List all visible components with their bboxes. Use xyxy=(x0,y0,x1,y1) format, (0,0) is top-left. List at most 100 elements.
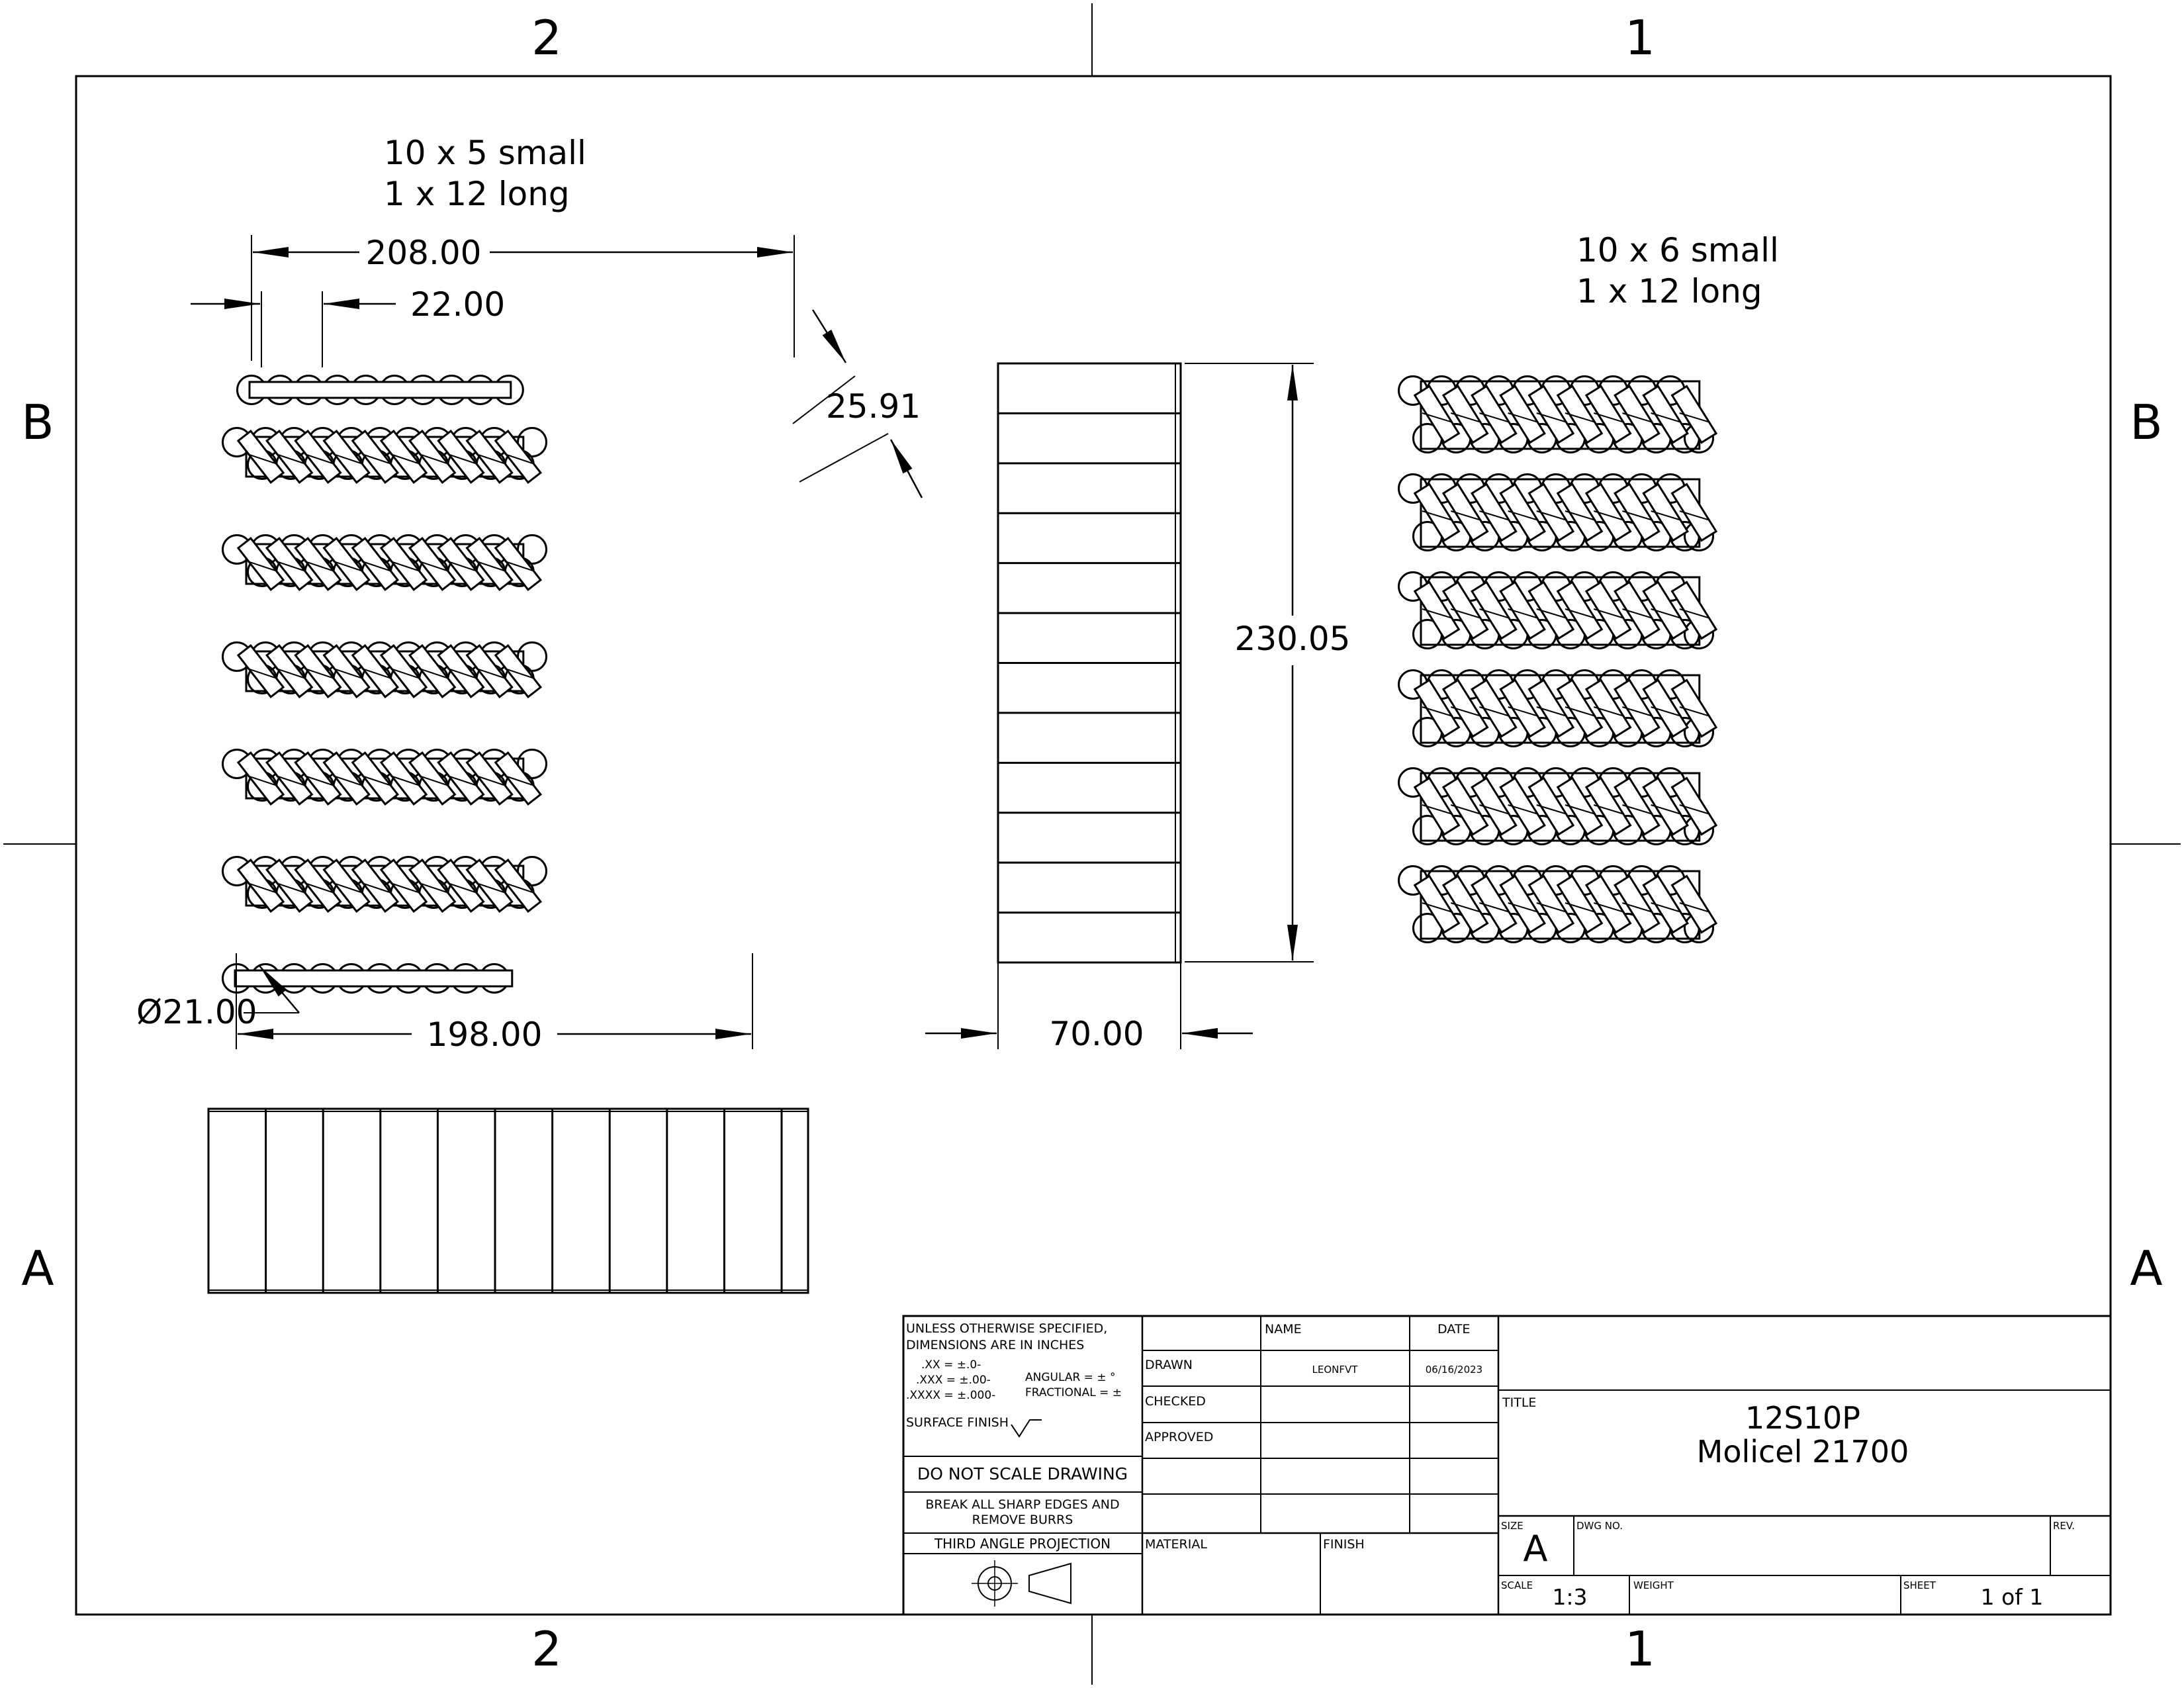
tab-link xyxy=(1614,385,1661,444)
tab-link xyxy=(1499,385,1546,444)
tab-link xyxy=(265,751,314,806)
weld-hatch xyxy=(1565,608,1596,619)
tab-link xyxy=(1441,483,1489,542)
weld-hatch xyxy=(333,453,361,464)
tab-link xyxy=(1556,581,1604,640)
zone-label-top-2: 2 xyxy=(531,10,562,66)
weld-hatch xyxy=(1651,804,1682,815)
weld-hatch xyxy=(418,775,447,786)
weld-hatch xyxy=(447,668,476,679)
weld-hatch xyxy=(1508,902,1539,913)
dimension-cell-diameter: Ø21.00 xyxy=(136,965,300,1031)
tab-link xyxy=(1614,874,1661,934)
note-right-long-cells: 1 x 12 long xyxy=(1576,272,1762,310)
tab-link xyxy=(351,858,399,914)
weld-hatch xyxy=(275,775,304,786)
weld-hatch xyxy=(1593,412,1625,423)
weld-hatch xyxy=(418,453,447,464)
weld-hatch xyxy=(1450,608,1482,619)
weld-hatch xyxy=(476,882,504,893)
weld-hatch xyxy=(1508,510,1539,521)
weld-hatch xyxy=(1651,706,1682,717)
weld-hatch xyxy=(418,882,447,893)
tab-link xyxy=(351,429,399,485)
weld-hatch xyxy=(304,775,333,786)
finish-label: FINISH xyxy=(1323,1537,1365,1552)
weld-hatch xyxy=(247,453,276,464)
tab-link xyxy=(1584,483,1632,542)
checked-label: CHECKED xyxy=(1145,1394,1206,1409)
sheet-number-value: 1 of 1 xyxy=(1981,1584,2044,1610)
tab-link xyxy=(1413,874,1461,934)
tab-link xyxy=(494,643,542,699)
weld-hatch xyxy=(1679,412,1711,423)
size-value: A xyxy=(1524,1528,1548,1570)
tab-link xyxy=(322,643,371,699)
projection-label: THIRD ANGLE PROJECTION xyxy=(934,1536,1111,1552)
weld-hatch xyxy=(1479,804,1510,815)
dimension-row-pitch: 25.91 xyxy=(792,309,923,498)
tab-link xyxy=(408,751,457,806)
tab-link xyxy=(1556,483,1604,542)
surface-finish-label: SURFACE FINISH xyxy=(906,1415,1009,1430)
drawn-date: 06/16/2023 xyxy=(1426,1364,1482,1376)
zone-label-left-b: B xyxy=(21,395,54,450)
tab-link xyxy=(1499,483,1546,542)
weld-hatch xyxy=(1593,608,1625,619)
top-view-right-pack xyxy=(1398,375,1718,943)
tab-link xyxy=(265,858,314,914)
rev-label: REV. xyxy=(2053,1520,2075,1532)
third-angle-projection-icon xyxy=(972,1560,1071,1607)
tab-link xyxy=(494,429,542,485)
weld-hatch xyxy=(333,882,361,893)
tolerance-fractional: FRACTIONAL = ± xyxy=(1025,1386,1122,1399)
tab-link xyxy=(1584,385,1632,444)
tab-link xyxy=(1499,776,1546,836)
tab-link xyxy=(236,751,285,806)
dimension-overall-width: 208.00 xyxy=(251,234,795,361)
tab-link xyxy=(322,751,371,806)
tolerance-dimensions-unit: DIMENSIONS ARE IN INCHES xyxy=(906,1338,1084,1352)
weld-hatch xyxy=(361,561,390,571)
tab-link xyxy=(265,643,314,699)
note-right-small-cells: 10 x 6 small xyxy=(1576,231,1779,269)
weld-hatch xyxy=(1536,902,1568,913)
tab-link xyxy=(1441,776,1489,836)
weld-hatch xyxy=(390,668,419,679)
tab-link xyxy=(1670,679,1718,738)
tab-link xyxy=(294,429,342,485)
drawn-label: DRAWN xyxy=(1145,1358,1193,1372)
weld-hatch xyxy=(504,882,533,893)
tab-link xyxy=(294,536,342,592)
sheet-label: SHEET xyxy=(1903,1579,1936,1591)
tolerance-three-place: .XXX = ±.00- xyxy=(916,1374,991,1387)
tab-link xyxy=(1527,679,1575,738)
tab-link xyxy=(379,858,428,914)
weld-hatch xyxy=(447,882,476,893)
tab-link xyxy=(294,858,342,914)
weld-hatch xyxy=(1651,412,1682,423)
tab-link xyxy=(437,643,485,699)
tab-link xyxy=(494,536,542,592)
weld-hatch xyxy=(304,453,333,464)
weld-hatch xyxy=(1651,510,1682,521)
weld-hatch xyxy=(275,561,304,571)
tab-link xyxy=(1413,385,1461,444)
weld-hatch xyxy=(476,668,504,679)
scale-label: SCALE xyxy=(1501,1579,1533,1591)
side-view-stack xyxy=(997,362,1182,964)
zone-label-top-1: 1 xyxy=(1625,10,1655,66)
weld-hatch xyxy=(304,882,333,893)
weld-hatch xyxy=(304,668,333,679)
weld-hatch xyxy=(1565,804,1596,815)
do-not-scale-note: DO NOT SCALE DRAWING xyxy=(917,1464,1128,1483)
tolerance-two-place: .XX = ±.0- xyxy=(921,1358,981,1372)
tolerance-angular: ANGULAR = ± ° xyxy=(1025,1371,1115,1384)
front-outline xyxy=(207,1107,809,1294)
drawing-title-line1: 12S10P xyxy=(1745,1400,1860,1436)
approvals-name-header: NAME xyxy=(1265,1322,1302,1336)
tab-link xyxy=(379,429,428,485)
weld-hatch xyxy=(504,668,533,679)
tab-link xyxy=(465,858,514,914)
dimension-198-label: 198.00 xyxy=(427,1015,543,1054)
